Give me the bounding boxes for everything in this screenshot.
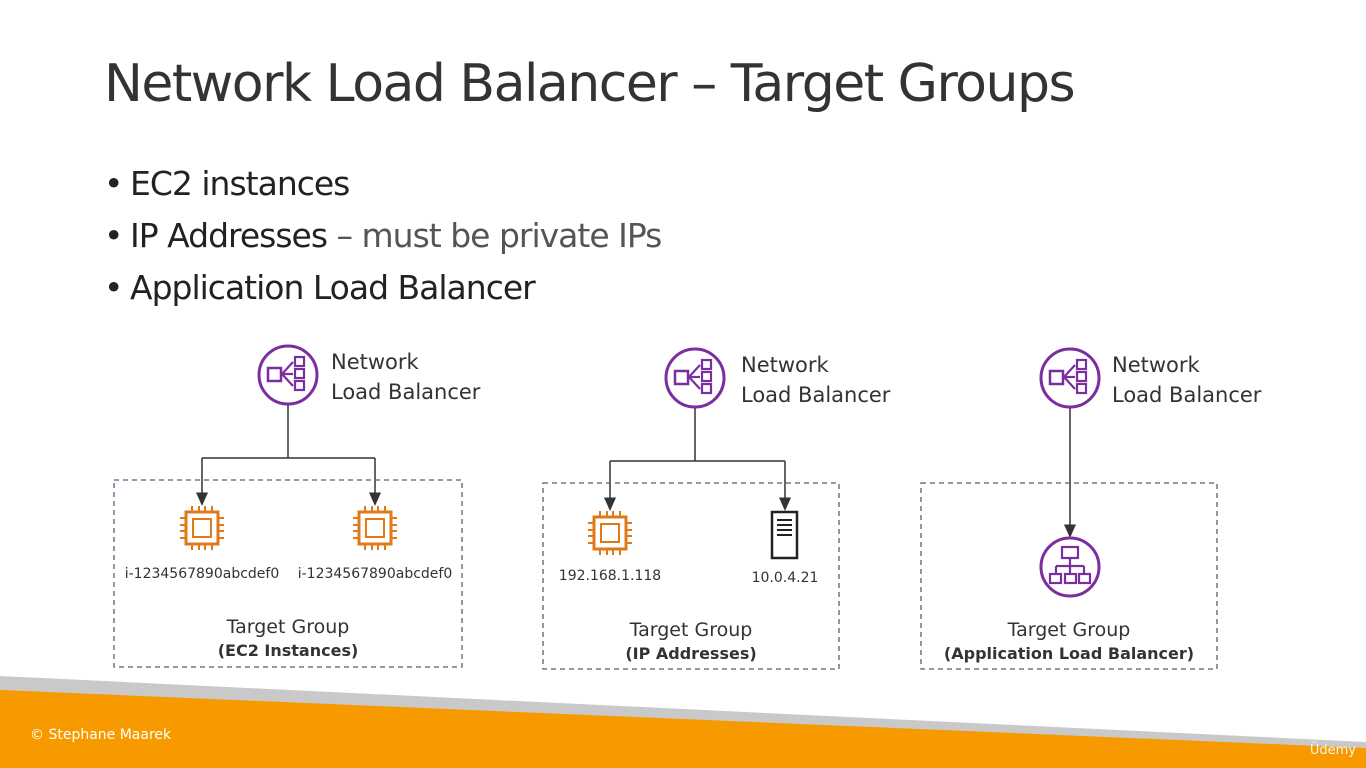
- target-label: 192.168.1.118: [558, 568, 662, 584]
- target-group-type: (Application Load Balancer): [943, 644, 1195, 663]
- target-group-type: (EC2 Instances): [217, 641, 359, 660]
- bullet-list: •EC2 instances •IP Addresses – must be p…: [104, 162, 663, 318]
- nlb-label: Network Load Balancer: [741, 350, 890, 410]
- ec2-instance-icon: [178, 504, 226, 552]
- network-load-balancer-icon: [1039, 347, 1101, 409]
- slide-title: Network Load Balancer – Target Groups: [104, 54, 1076, 114]
- target-group-type: (IP Addresses): [625, 644, 757, 663]
- ec2-instance-icon: [586, 509, 634, 557]
- footer-orange-band: [0, 690, 1366, 768]
- target-group-label: Target Group (Application Load Balancer): [921, 617, 1217, 665]
- copyright-text: © Stephane Maarek: [30, 727, 172, 743]
- target-group-box: [113, 479, 463, 668]
- nlb-label-line1: Network: [1112, 353, 1200, 377]
- ec2-instance-icon: [351, 504, 399, 552]
- nlb-label-line2: Load Balancer: [331, 380, 481, 404]
- bullet-item: •EC2 instances: [104, 164, 350, 203]
- target-label: i-1234567890abcdef0: [124, 566, 280, 582]
- target-group-title: Target Group: [226, 616, 350, 638]
- nlb-label: Network Load Balancer: [331, 347, 480, 407]
- application-load-balancer-icon: [1039, 536, 1101, 598]
- nlb-label-line2: Load Balancer: [741, 383, 891, 407]
- target-label: i-1234567890abcdef0: [297, 566, 453, 582]
- nlb-label: Network Load Balancer: [1112, 350, 1261, 410]
- nlb-label-line1: Network: [331, 350, 419, 374]
- target-group-title: Target Group: [1007, 619, 1131, 641]
- target-group-title: Target Group: [629, 619, 753, 641]
- bullet-subtext: – must be private IPs: [327, 216, 663, 255]
- target-label: 10.0.4.21: [751, 570, 819, 586]
- brand-watermark: Üdemy: [1309, 743, 1356, 758]
- bullet-text: IP Addresses: [130, 216, 328, 255]
- server-icon: [770, 510, 799, 560]
- target-group-label: Target Group (EC2 Instances): [114, 614, 462, 662]
- bullet-text: Application Load Balancer: [130, 268, 536, 307]
- nlb-label-line2: Load Balancer: [1112, 383, 1262, 407]
- target-group-box: [542, 482, 840, 670]
- bullet-item: •Application Load Balancer: [104, 268, 536, 307]
- bullet-item: •IP Addresses – must be private IPs: [104, 216, 663, 255]
- bullet-text: EC2 instances: [130, 164, 350, 203]
- network-load-balancer-icon: [257, 344, 319, 406]
- target-group-box: [920, 482, 1218, 670]
- network-load-balancer-icon: [664, 347, 726, 409]
- target-group-label: Target Group (IP Addresses): [543, 617, 839, 665]
- nlb-label-line1: Network: [741, 353, 829, 377]
